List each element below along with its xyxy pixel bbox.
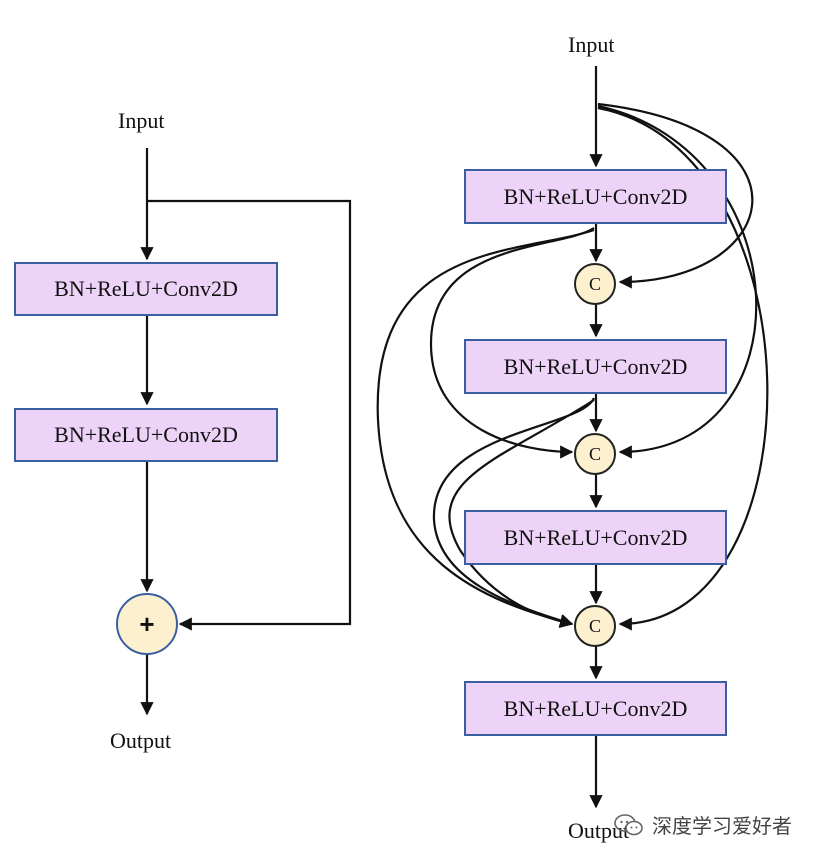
left-block-1: BN+ReLU+Conv2D <box>14 262 278 316</box>
right-output-label: Output <box>568 818 630 843</box>
skip-b1-c3 <box>376 228 595 628</box>
concat-node-2: C <box>574 433 616 475</box>
skip-input-c3 <box>597 106 769 631</box>
right-block-2: BN+ReLU+Conv2D <box>464 339 727 394</box>
skip-b2-c3-outer <box>448 399 595 628</box>
left-input-label: Input <box>118 108 165 133</box>
skip-b1-c2 <box>429 227 595 459</box>
right-block-1: BN+ReLU+Conv2D <box>464 169 727 224</box>
right-block-4: BN+ReLU+Conv2D <box>464 681 727 736</box>
skip-input-c1 <box>597 102 754 289</box>
watermark: 深度学习爱好者 <box>614 810 792 839</box>
concat-node-3: C <box>574 605 616 647</box>
right-input-label: Input <box>568 32 615 57</box>
left-output-label: Output <box>110 728 172 753</box>
concat-node-1: C <box>574 263 616 305</box>
left-block-2: BN+ReLU+Conv2D <box>14 408 278 462</box>
left-skip-connection <box>147 199 352 631</box>
skip-b2-c3 <box>432 397 596 627</box>
add-node: + <box>116 593 178 655</box>
right-block-3: BN+ReLU+Conv2D <box>464 510 727 565</box>
skip-input-c2 <box>597 104 758 459</box>
watermark-text: 深度学习爱好者 <box>652 814 792 838</box>
wechat-icon <box>614 813 643 835</box>
